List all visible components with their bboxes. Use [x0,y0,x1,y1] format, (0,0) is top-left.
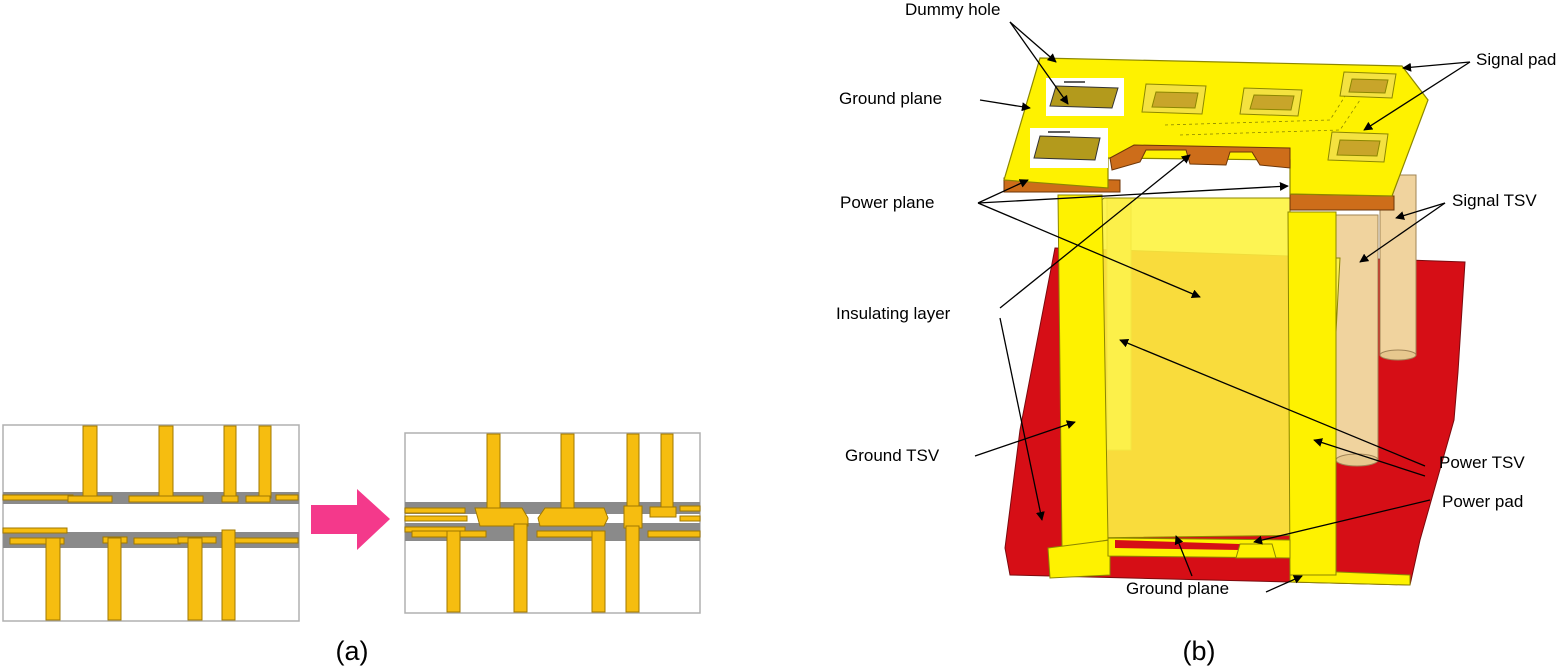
label-ground-plane-top: Ground plane [839,89,942,108]
merged-pad [474,507,529,527]
power-pad-top-inner [1151,91,1199,109]
label-power-tsv: Power TSV [1439,453,1525,472]
lower-pad [2,527,68,534]
signal-pad-inner [1336,139,1381,157]
upper-pad [275,494,299,501]
upper-tsv [626,433,640,511]
dummy-hole [1030,128,1108,168]
lower-tsv [45,537,61,621]
edge-pad [404,507,466,514]
lower-pad [9,537,65,545]
label-signal-pad: Signal pad [1476,50,1556,69]
lower-tsv [107,537,122,621]
merged-pad [537,507,609,527]
upper-tsv [486,433,501,511]
upper-pad [221,495,239,503]
panel-a: (a) [2,424,701,666]
top-plate-cutout [1109,144,1291,171]
cross-section-before [2,424,300,622]
label-signal-tsv: Signal TSV [1452,191,1537,210]
upper-tsv [560,433,575,511]
label-ground-plane-bottom: Ground plane [1126,579,1229,598]
upper-pad [2,494,74,501]
lower-pad [133,537,181,545]
upper-tsv [82,425,98,499]
upper-tsv [158,425,174,499]
ground-tsv-right [1287,211,1337,576]
label-power-pad: Power pad [1442,492,1523,511]
label-dummy-hole: Dummy hole [905,0,1000,19]
lower-pad [647,530,701,538]
lower-pad [229,537,299,544]
merged-pad [623,505,643,529]
panel-b: Dummy hole Ground plane Signal pad Power… [836,0,1556,666]
cross-section-after [404,432,701,614]
upper-tsv [660,433,674,511]
caption-b: (b) [1183,636,1216,666]
signal-tsv-front [1335,214,1379,461]
lower-tsv [625,525,640,613]
leader-lines [974,21,1471,593]
upper-tsv [223,425,237,499]
label-ground-tsv: Ground TSV [845,446,940,465]
label-power-plane: Power plane [840,193,935,212]
signal-tsv-back-bottom [1379,349,1417,361]
merged-pad [649,506,677,518]
signal-pad-inner [1348,78,1389,94]
dummy-hole [1046,78,1124,116]
lower-tsv [513,523,528,613]
signal-tsv-front-bottom [1335,453,1379,467]
ground-tsv-left-foot [1047,539,1111,579]
caption-a: (a) [336,636,369,666]
label-insulating-layer: Insulating layer [836,304,951,323]
upper-pad [128,495,204,503]
lower-tsv [446,530,461,613]
upper-tsv [258,425,272,499]
transition-arrow [311,489,390,550]
lower-tsv [187,537,203,621]
power-pad-top-inner [1249,94,1295,111]
lower-pad [536,530,600,538]
edge-pad [404,515,468,522]
edge-pad [679,505,701,512]
lower-tsv [221,529,236,621]
top-power-plane-right [1289,193,1395,211]
power-pad-bottom [1235,543,1277,559]
edge-pad [679,515,701,522]
upper-pad [245,495,271,503]
upper-pad [67,495,113,503]
lower-tsv [591,530,606,613]
